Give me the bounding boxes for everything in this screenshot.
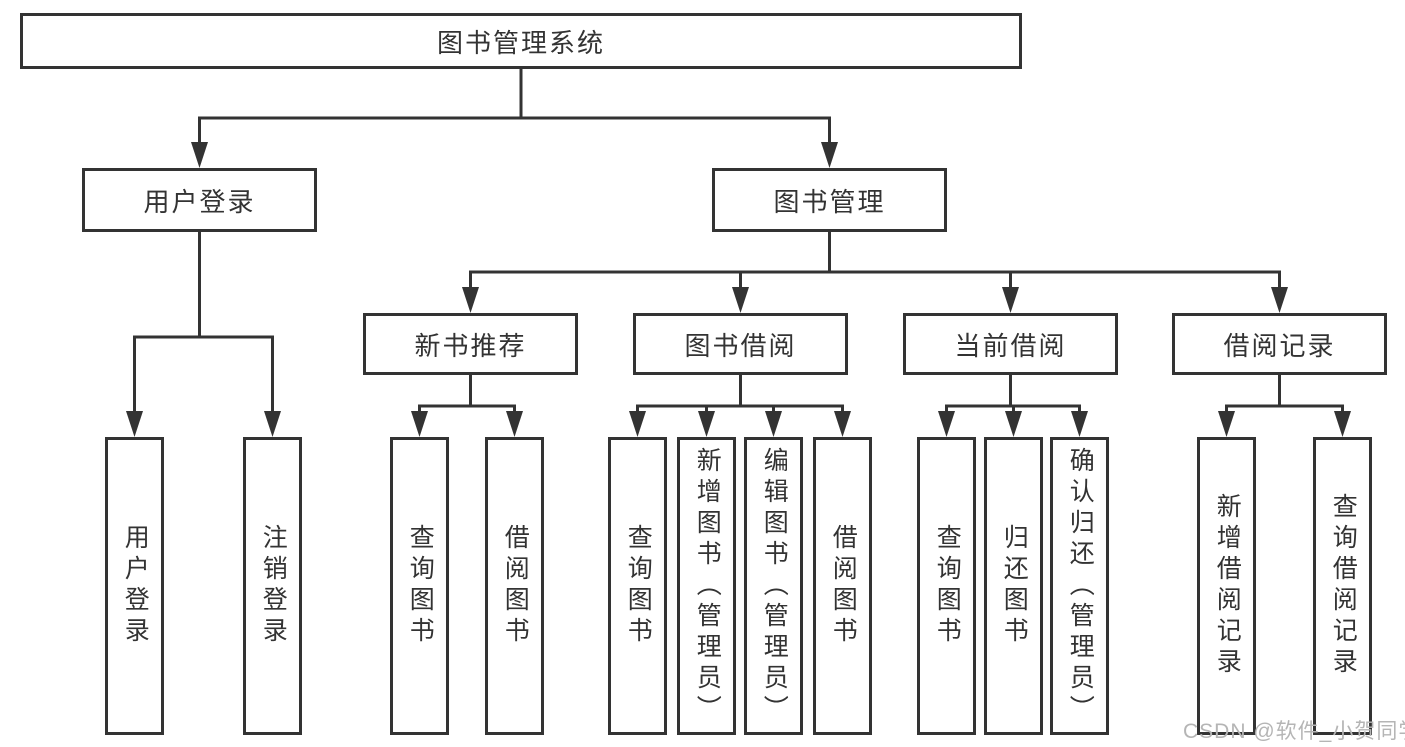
node-book-borrowing: 图书借阅 [633, 313, 848, 375]
leaf-borrowing-borrow-books: 借阅图书 [813, 437, 872, 735]
watermark: CSDN @软件_小贺同学 [1183, 720, 1405, 743]
leaf-newbook-borrow-books: 借阅图书 [485, 437, 544, 735]
leaf-borrowing-query-books: 查询图书 [608, 437, 667, 735]
node-borrowing-records: 借阅记录 [1172, 313, 1387, 375]
leaf-records-query-record-label: 查询借阅记录 [1329, 493, 1358, 679]
leaf-user-login: 用户登录 [105, 437, 164, 735]
node-current-borrowing: 当前借阅 [903, 313, 1118, 375]
node-root: 图书管理系统 [20, 13, 1022, 69]
leaf-records-add-record: 新增借阅记录 [1197, 437, 1256, 735]
node-book-management: 图书管理 [712, 168, 947, 232]
leaf-current-query-books-label: 查询图书 [933, 524, 962, 648]
leaf-user-login-label: 用户登录 [121, 524, 150, 648]
leaf-current-confirm-return-admin: 确认归还（管理员） [1050, 437, 1109, 735]
leaf-newbook-borrow-books-label: 借阅图书 [501, 524, 530, 648]
leaf-borrowing-add-books-admin: 新增图书（管理员） [677, 437, 736, 735]
leaf-records-query-record: 查询借阅记录 [1313, 437, 1372, 735]
leaf-current-confirm-return-admin-label: 确认归还（管理员） [1066, 446, 1095, 726]
leaf-newbook-query-books: 查询图书 [390, 437, 449, 735]
leaf-current-return-books-label: 归还图书 [1000, 524, 1029, 648]
leaf-borrowing-edit-books-admin-label: 编辑图书（管理员） [760, 446, 789, 726]
leaf-current-return-books: 归还图书 [984, 437, 1043, 735]
leaf-borrowing-edit-books-admin: 编辑图书（管理员） [744, 437, 803, 735]
leaf-newbook-query-books-label: 查询图书 [406, 524, 435, 648]
leaf-borrowing-query-books-label: 查询图书 [624, 524, 653, 648]
leaf-borrowing-borrow-books-label: 借阅图书 [829, 524, 858, 648]
leaf-logout-label: 注销登录 [259, 524, 288, 648]
node-new-book-recommendation: 新书推荐 [363, 313, 578, 375]
leaf-current-query-books: 查询图书 [917, 437, 976, 735]
leaf-borrowing-add-books-admin-label: 新增图书（管理员） [693, 446, 722, 726]
leaf-logout: 注销登录 [243, 437, 302, 735]
node-user-login: 用户登录 [82, 168, 317, 232]
leaf-records-add-record-label: 新增借阅记录 [1213, 493, 1242, 679]
